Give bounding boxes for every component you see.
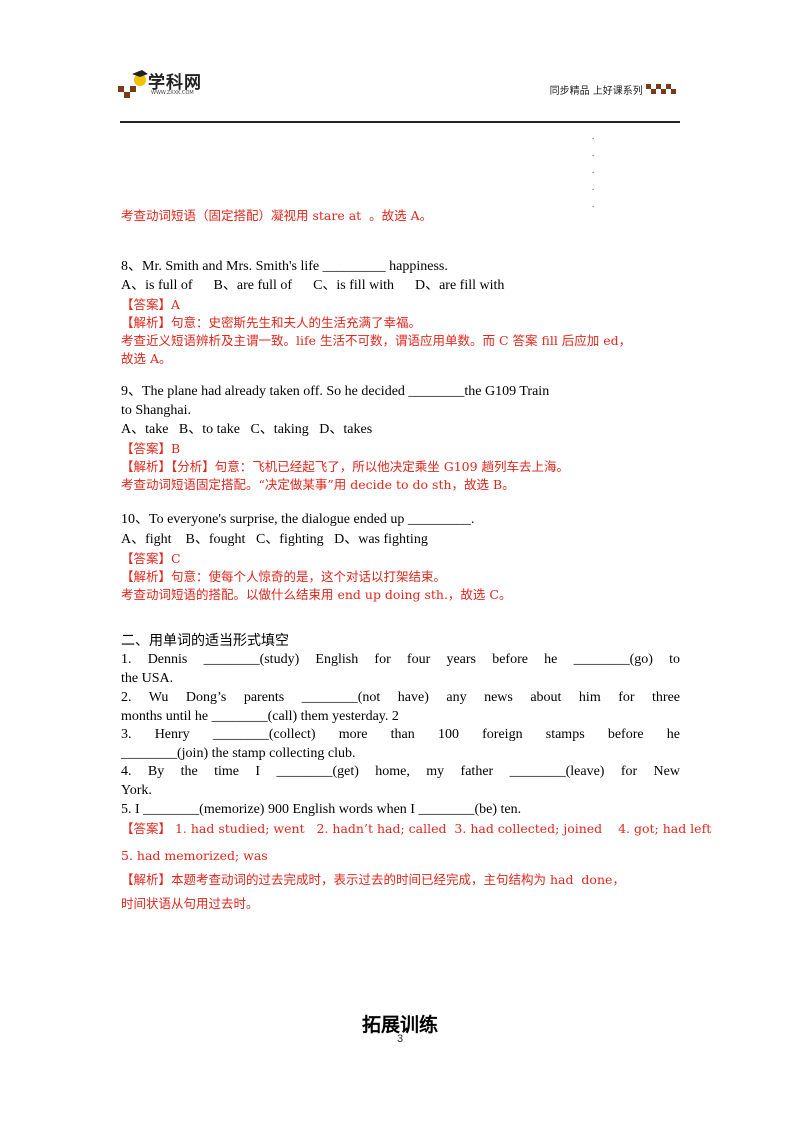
- question-10-analysis-1: 【解析】句意：使每个人惊奇的是，这个对话以打架结束。: [121, 569, 447, 584]
- section-2-line-4: months until he ________(call) them yest…: [121, 709, 399, 724]
- question-10-stem: 10、To everyone's surprise, the dialogue …: [121, 512, 475, 527]
- logo-text: 学科网: [148, 73, 202, 93]
- extension-title: 拓展训练: [361, 1014, 438, 1036]
- section-2-line-3: 2. Wu Dong’s parents ________(not have) …: [121, 690, 680, 705]
- question-9-analysis-1: 【解析】【分析】句意：飞机已经起飞了，所以他决定乘坐 G109 趟列车去上海。: [121, 459, 570, 474]
- series-label: 同步精品 上好课系列: [550, 82, 676, 98]
- question-10-options: A、fight B、fought C、fighting D、was fighti…: [121, 532, 428, 547]
- graduate-cap-icon: [118, 70, 148, 98]
- series-text: 同步精品 上好课系列: [549, 86, 643, 97]
- checker-pattern-icon: [646, 84, 676, 94]
- question-8-options: A、is full of B、are full of C、is fill wit…: [121, 278, 505, 293]
- question-9-stem-2: to Shanghai.: [121, 403, 191, 418]
- section-2-line-9: 5. I ________(memorize) 900 English word…: [121, 802, 522, 817]
- question-9-options: A、take B、to take C、taking D、takes: [121, 422, 373, 437]
- section-2-line-8: York.: [121, 783, 152, 798]
- question-8-stem: 8、Mr. Smith and Mrs. Smith's life ______…: [121, 259, 448, 274]
- question-9-answer: 【答案】B: [121, 441, 181, 456]
- section-2-line-6: ________(join) the stamp collecting club…: [121, 746, 356, 761]
- section-2-line-1: 1. Dennis ________(study) English for fo…: [121, 652, 680, 667]
- section-2-line-2: the USA.: [121, 671, 174, 686]
- question-10-answer: 【答案】C: [121, 551, 181, 566]
- question-8-analysis-2: 考查近义短语辨析及主谓一致。life 生活不可数，谓语应用单数。而 C 答案 f…: [121, 333, 632, 348]
- section-2-answer-2: 5. had memorized; was: [121, 848, 268, 863]
- explanation-top: 考查动词短语（固定搭配）凝视用 stare at 。故选 A。: [121, 208, 433, 223]
- section-2-line-5: 3. Henry ________(collect) more than 100…: [121, 727, 680, 742]
- question-8-analysis-3: 故选 A。: [121, 351, 172, 366]
- section-2-answer-1: 【答案】 1. had studied; went 2. hadn’t had;…: [121, 821, 712, 836]
- question-8-analysis-1: 【解析】句意：史密斯先生和夫人的生活充满了幸福。: [121, 315, 422, 330]
- question-10-analysis-2: 考查动词短语的搭配。以做什么结束用 end up doing sth.，故选 C…: [121, 587, 512, 602]
- question-9-stem-1: 9、The plane had already taken off. So he…: [121, 384, 550, 399]
- section-2-title: 二、用单词的适当形式填空: [121, 633, 289, 649]
- question-9-analysis-2: 考查动词短语固定搭配。“决定做某事”用 decide to do sth，故选 …: [121, 477, 515, 492]
- page-number: 3: [396, 1033, 404, 1045]
- decorative-dots: .....: [592, 131, 595, 209]
- section-2-analysis-2: 时间状语从句用过去时。: [121, 896, 259, 911]
- section-2-analysis-1: 【解析】本题考查动词的过去完成时，表示过去的时间已经完成，主句结构为 had d…: [121, 872, 625, 887]
- site-logo: 学科网 WWW.ZXXK.COM: [118, 66, 228, 106]
- header-divider: [120, 121, 680, 123]
- logo-url: WWW.ZXXK.COM: [151, 90, 194, 96]
- section-2-line-7: 4. By the time I ________(get) home, my …: [121, 764, 680, 779]
- question-8-answer: 【答案】A: [121, 297, 181, 312]
